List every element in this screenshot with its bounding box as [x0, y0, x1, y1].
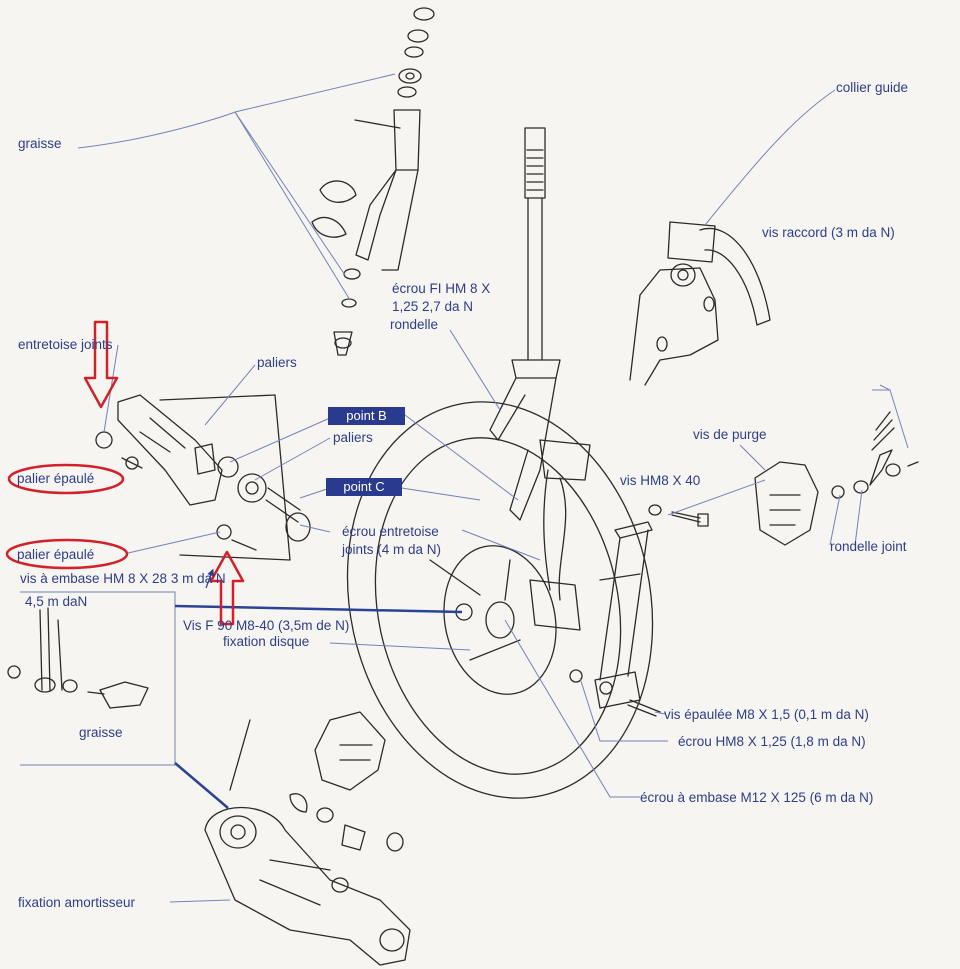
shock-absorber	[569, 521, 661, 717]
red-ellipse-1	[7, 463, 125, 495]
fork-tube	[489, 127, 561, 521]
label-collier-guide: collier guide	[836, 80, 909, 95]
red-down-arrow	[83, 320, 119, 409]
label-fixation-amortisseur: fixation amortisseur	[18, 895, 136, 910]
rear-caliper	[754, 411, 919, 546]
label-palier-epaule-2: palier épaulé	[17, 547, 95, 562]
red-up-arrow	[209, 550, 245, 626]
bolt-hm8	[648, 504, 709, 527]
steering-column	[311, 109, 421, 356]
label-rondelle-joint: rondelle joint	[830, 539, 907, 554]
top-nut-stack	[397, 7, 435, 98]
label-graisse-inset: graisse	[79, 725, 123, 740]
leader-lines	[20, 73, 909, 903]
parts-linework	[7, 7, 919, 966]
red-ellipse-2	[5, 538, 129, 570]
label-vis-fixation: Vis F 90 M8-40 (3,5m de N)	[183, 618, 350, 633]
point-c-badge: point C	[326, 478, 402, 496]
lower-swing-arm	[204, 711, 411, 966]
swing-arm-links	[95, 394, 311, 561]
label-palier-epaule-1: palier épaulé	[17, 471, 95, 486]
brake-caliper	[529, 439, 591, 631]
label-rondelle: rondelle	[390, 317, 439, 332]
label-vis-hm8: vis HM8 X 40	[620, 473, 701, 488]
label-ecrou-fi-torque: 1,25 2,7 da N	[392, 299, 474, 314]
label-torque-45: 4,5 m daN	[25, 594, 88, 609]
label-vis-epaulee: vis épaulée M8 X 1,5 (0,1 m da N)	[664, 707, 869, 722]
collier-bracket	[629, 221, 771, 386]
label-paliers-2: paliers	[333, 430, 373, 445]
label-vis-embase: vis à embase HM 8 X 28 3 m da N	[20, 571, 226, 586]
label-ecrou-entretoise: écrou entretoise	[342, 524, 439, 539]
inset-parts	[7, 607, 149, 709]
label-paliers-1: paliers	[257, 355, 297, 370]
connector-lines	[174, 604, 463, 809]
label-entretoise-joints: entretoise joints	[18, 337, 113, 352]
point-b-badge: point B	[328, 407, 405, 425]
label-fixation-disque: fixation disque	[223, 634, 310, 649]
red-highlights	[5, 320, 245, 626]
label-ecrou-embase: écrou à embase M12 X 125 (6 m da N)	[640, 790, 874, 805]
label-ecrou-entretoise-torque: joints (4 m da N)	[342, 542, 442, 557]
label-graisse-top: graisse	[18, 136, 62, 151]
label-ecrou-fi: écrou FI HM 8 X	[392, 281, 491, 296]
label-ecrou-hm8: écrou HM8 X 1,25 (1,8 m da N)	[678, 734, 866, 749]
label-vis-de-purge: vis de purge	[693, 427, 767, 442]
front-wheel	[346, 401, 654, 799]
label-vis-raccord: vis raccord (3 m da N)	[762, 225, 895, 240]
